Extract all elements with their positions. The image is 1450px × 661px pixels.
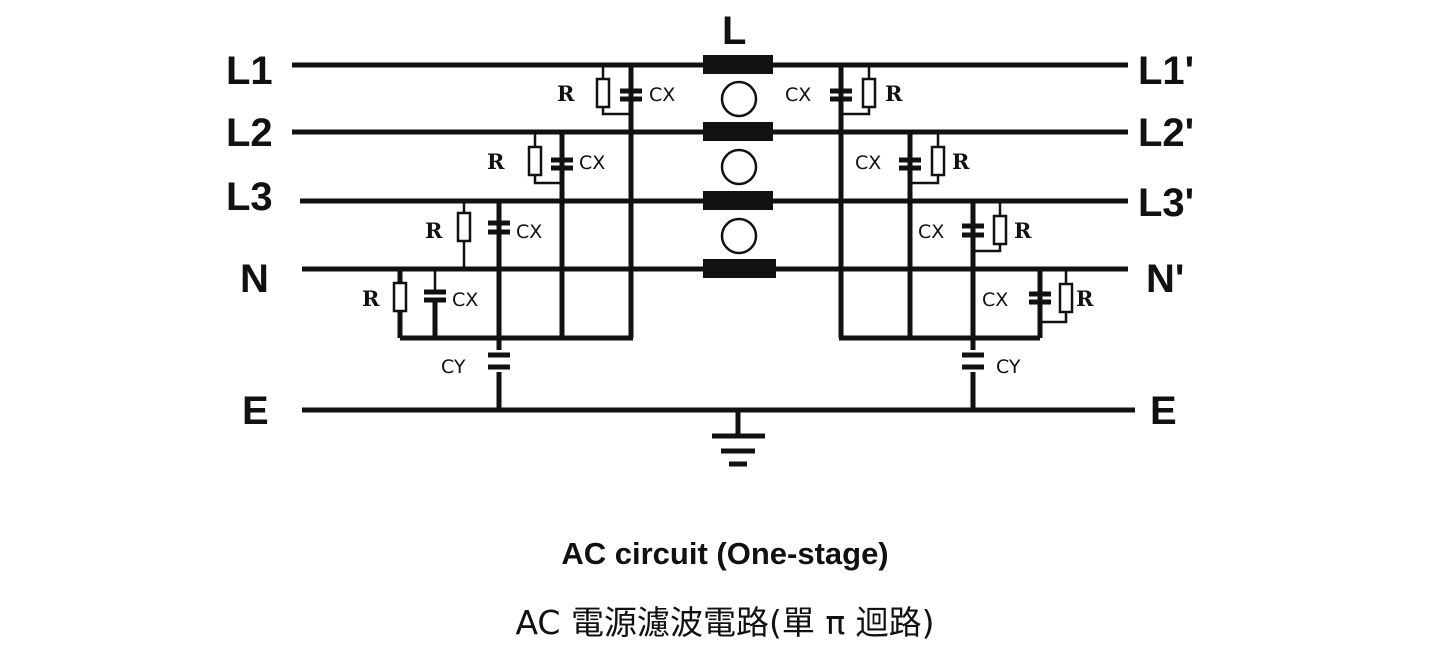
line-label-l2: L2	[226, 111, 273, 155]
choke-coupling-dot	[720, 148, 758, 186]
x-capacitor-label: CX	[982, 289, 1008, 311]
resistor-label: R	[557, 81, 575, 106]
choke-coupling-dot	[720, 217, 758, 255]
resistor-left-l1	[595, 77, 611, 109]
x-capacitor-label: CX	[855, 152, 881, 174]
choke-core-l1	[703, 55, 773, 74]
diagram-caption-title: AC circuit (One-stage)	[561, 536, 889, 571]
y-capacitor-label: CY	[996, 356, 1021, 378]
line-label-e-out: E	[1150, 389, 1177, 433]
resistor-left-n	[392, 281, 408, 313]
resistor-right-l1	[861, 77, 877, 109]
line-label-l1: L1	[226, 49, 273, 93]
filter-circuit-diagram: L1 L2 L3 N E L1' L2' L3' N' E L R CX R C…	[226, 9, 1194, 467]
y-capacitor-label: CY	[441, 356, 466, 378]
line-label-n: N	[240, 257, 269, 301]
x-capacitor-label: CX	[785, 84, 811, 106]
line-label-n-out: N'	[1146, 257, 1184, 301]
line-label-e: E	[242, 389, 269, 433]
choke-label: L	[722, 9, 746, 53]
ground-icon	[712, 410, 765, 467]
resistor-label: R	[1014, 218, 1032, 243]
x-capacitor-label: CX	[516, 221, 542, 243]
resistor-right-l2	[930, 145, 946, 177]
x-capacitor-label: CX	[579, 152, 605, 174]
choke-coupling-dot	[720, 80, 758, 118]
resistor-label: R	[425, 218, 443, 243]
line-label-l3: L3	[226, 175, 273, 219]
x-capacitor-label: CX	[918, 221, 944, 243]
resistor-label: R	[1076, 286, 1094, 311]
choke-core-l2	[703, 122, 773, 141]
resistor-right-n	[1058, 282, 1074, 314]
x-capacitor-label: CX	[649, 84, 675, 106]
resistor-label: R	[952, 149, 970, 174]
resistor-left-l2	[527, 145, 543, 177]
x-capacitor-label: CX	[452, 289, 478, 311]
diagram-caption-subtitle: AC 電源濾波電路(單 π 迴路)	[515, 603, 935, 642]
line-label-l2-out: L2'	[1138, 111, 1194, 155]
resistor-right-l3	[992, 214, 1008, 246]
resistor-left-l3	[456, 211, 472, 243]
line-label-l3-out: L3'	[1138, 181, 1194, 225]
choke-core-l3	[703, 191, 773, 210]
resistor-label: R	[885, 81, 903, 106]
resistor-label: R	[487, 149, 505, 174]
resistor-label: R	[362, 286, 380, 311]
line-label-l1-out: L1'	[1138, 49, 1194, 93]
choke-core-n	[703, 259, 776, 278]
